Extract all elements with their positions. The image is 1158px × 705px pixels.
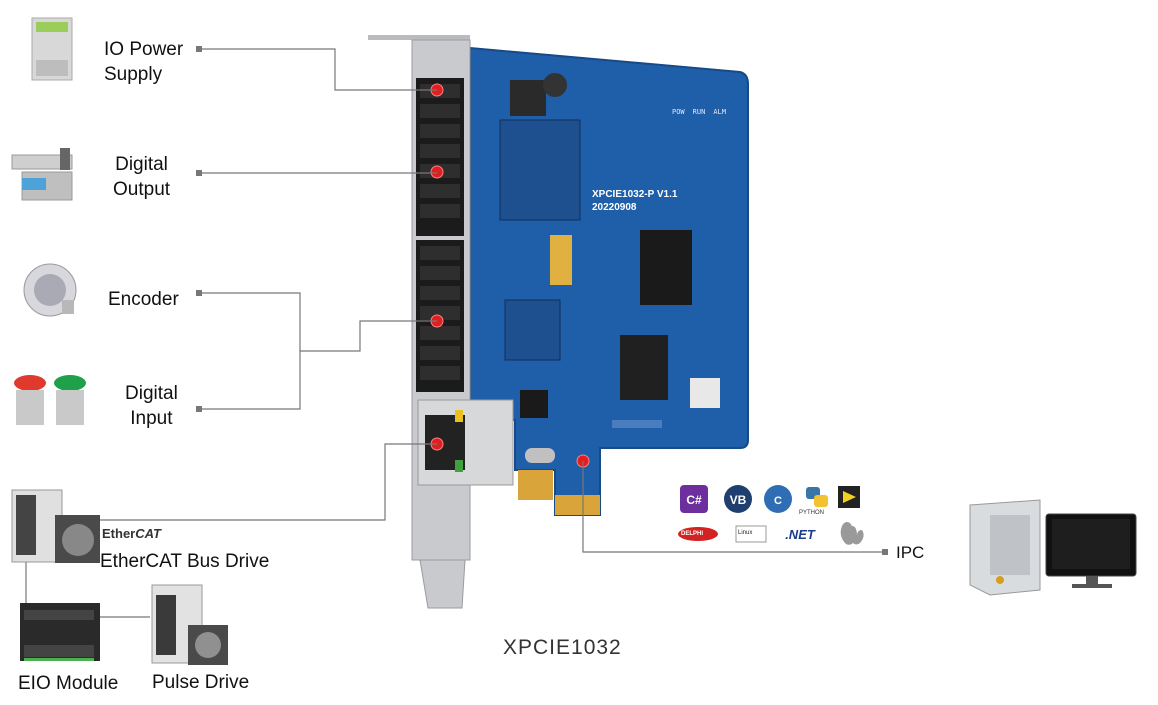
led-label-pow: POW bbox=[672, 108, 685, 116]
ethercat-drive-icon bbox=[11, 489, 100, 563]
pcie-card bbox=[469, 46, 749, 516]
board-date-text: 20220908 bbox=[592, 202, 637, 213]
leader-lines bbox=[25, 48, 885, 618]
label-eio-module: EIO Module bbox=[18, 673, 119, 694]
encoder-icon bbox=[23, 263, 77, 317]
apple-icon bbox=[840, 522, 864, 545]
label-digital-output-line1: Digital bbox=[115, 154, 168, 175]
label-digital-output: Digital Output bbox=[113, 152, 170, 202]
led-label-run: RUN bbox=[692, 108, 706, 116]
csharp-icon bbox=[680, 485, 708, 513]
label-encoder: Encoder bbox=[108, 289, 179, 310]
software-icon-captions: PYTHON bbox=[799, 510, 824, 516]
led-label-alm: ALM bbox=[713, 108, 726, 116]
label-ipc: IPC bbox=[896, 543, 925, 562]
monitor-icon bbox=[1045, 513, 1137, 588]
board-led-labels: POW RUN ALM bbox=[672, 108, 726, 116]
label-pulse-drive: Pulse Drive bbox=[152, 672, 250, 693]
ethercat-logo: EtherCAT bbox=[102, 526, 161, 541]
svg-text:C#: C# bbox=[686, 493, 702, 507]
label-io-power-supply: IO Power Supply bbox=[104, 37, 183, 87]
label-digital-output-line2: Output bbox=[113, 179, 171, 200]
software-icons: C# VB C .NET bbox=[678, 485, 864, 545]
power-supply-icon bbox=[31, 17, 73, 81]
board-model-text: XPCIE1032-P V1.1 bbox=[592, 189, 678, 200]
dotnet-icon: .NET bbox=[785, 527, 816, 542]
pneumatic-valve-icon bbox=[11, 148, 73, 201]
svg-text:VB: VB bbox=[730, 493, 747, 507]
svg-text:C: C bbox=[774, 495, 782, 507]
label-digital-input-line1: Digital bbox=[125, 383, 178, 404]
eio-module-icon bbox=[20, 603, 100, 661]
push-button-icons bbox=[14, 375, 86, 425]
label-ethercat-bus-drive: EtherCAT Bus Drive bbox=[100, 551, 270, 572]
product-name: XPCIE1032 bbox=[503, 636, 622, 659]
connector-dot-digital-output bbox=[430, 165, 444, 179]
label-io-power-line1: IO Power bbox=[104, 39, 184, 60]
vb-icon bbox=[724, 485, 752, 513]
labwindows-caption: Linux bbox=[738, 530, 753, 536]
pulse-drive-icon bbox=[151, 584, 228, 665]
label-digital-input-line2: Input bbox=[130, 408, 173, 429]
label-digital-input: Digital Input bbox=[125, 381, 178, 431]
industrial-pc-icon bbox=[969, 499, 1041, 596]
label-io-power-line2: Supply bbox=[104, 64, 163, 85]
delphi-caption: DELPHI bbox=[681, 531, 704, 537]
labwindows-icon bbox=[735, 525, 767, 543]
board-silkscreen: XPCIE1032-P V1.1 20220908 bbox=[592, 188, 677, 214]
ethercat-logo-cat: CAT bbox=[135, 526, 161, 541]
delphi-icon bbox=[678, 527, 718, 541]
cpp-icon bbox=[764, 485, 792, 513]
python-caption: PYTHON bbox=[799, 510, 825, 516]
python-icon bbox=[806, 487, 828, 507]
ethercat-logo-ether: Ether bbox=[102, 526, 136, 541]
